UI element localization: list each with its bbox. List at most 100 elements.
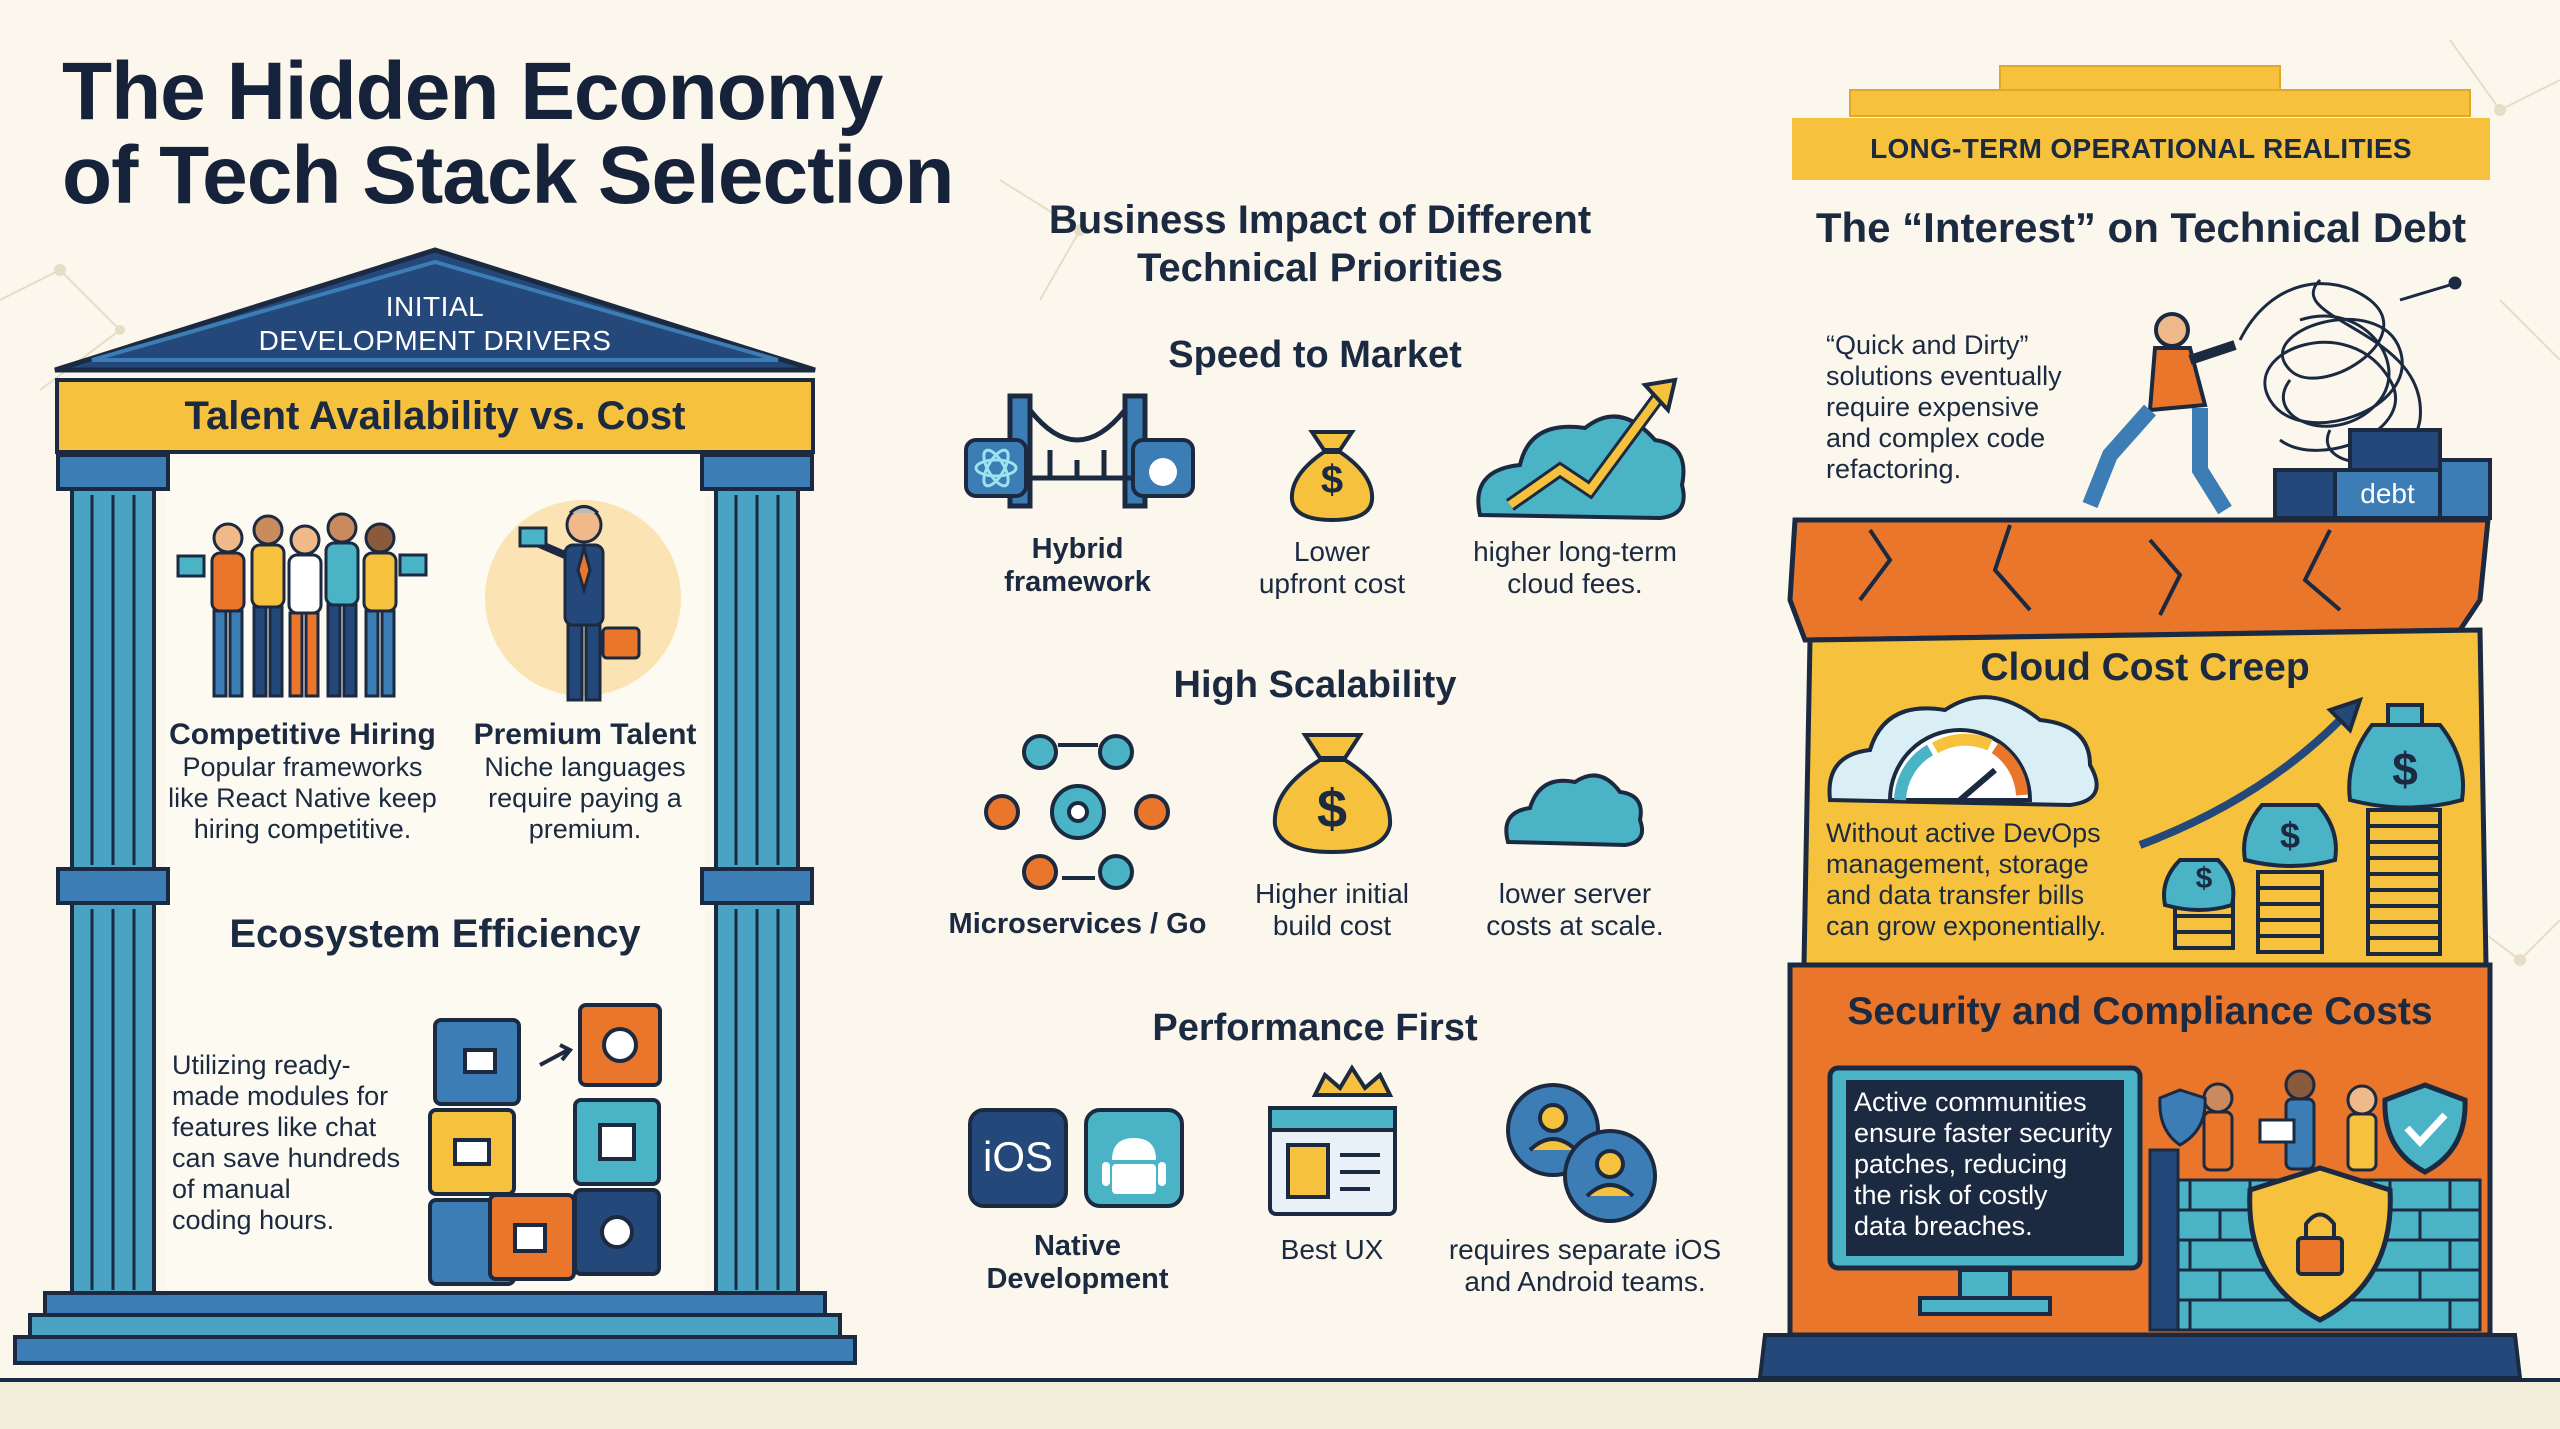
security-costs-title: Security and Compliance Costs [1847, 990, 2433, 1033]
premium-talent-line-1: Niche languages [484, 752, 686, 782]
separate-teams-label: requires separate iOS and Android teams. [1440, 1234, 1730, 1298]
coin-bag-mid-symbol: $ [2279, 815, 2301, 856]
coin-bag-small-symbol: $ [2195, 862, 2213, 895]
native-development-label: Native Development [955, 1230, 1200, 1296]
premium-talent-line-2: require paying a [488, 783, 682, 813]
cloud-line-1: Without active DevOps [1826, 818, 2101, 848]
microservices-label: Microservices / Go [948, 908, 1207, 940]
ecosystem-line-3: features like chat [172, 1112, 377, 1142]
security-line-1: Active communities [1854, 1087, 2087, 1117]
ios-icon [968, 1108, 1068, 1208]
money-bag-icon [1289, 430, 1375, 523]
ios-icon-label: iOS [982, 1133, 1053, 1180]
shield-check-icon [2382, 1082, 2468, 1175]
competitive-hiring-title: Competitive Hiring [169, 718, 436, 751]
cloud-line-2: management, storage [1826, 849, 2089, 879]
debt-box [2333, 468, 2442, 520]
team-people-icon [176, 512, 428, 698]
ecosystem-efficiency-title: Ecosystem Efficiency [229, 912, 641, 956]
title-line-2: of Tech Stack Selection [62, 130, 954, 221]
debt-line-2: solutions eventually [1826, 361, 2062, 391]
competitive-hiring-block: Competitive Hiring Popular frameworks li… [160, 718, 445, 845]
lower-server-line-1: lower server [1498, 878, 1652, 909]
pediment-line-1: INITIAL [385, 291, 485, 322]
module-cubes-icon [428, 1003, 662, 1286]
competitive-hiring-line-2: like React Native keep [168, 783, 437, 813]
ecosystem-efficiency-body: Utilizing ready- made modules for featur… [172, 1050, 432, 1236]
ecosystem-line-1: Utilizing ready- [172, 1050, 351, 1080]
ecosystem-line-2: made modules for [172, 1081, 389, 1111]
middle-title: Business Impact of Different Technical P… [960, 196, 1680, 292]
lower-upfront-label: Lower upfront cost [1222, 536, 1442, 600]
teams-icon [1506, 1083, 1657, 1223]
premium-talent-block: Premium Talent Niche languages require p… [460, 718, 710, 845]
cloud-line-3: and data transfer bills [1826, 880, 2085, 910]
react-icon [964, 438, 1028, 498]
lower-upfront-line-1: Lower [1293, 536, 1371, 567]
performance-first-title: Performance First [1152, 1007, 1478, 1049]
long-term-banner: LONG-TERM OPERATIONAL REALITIES [1792, 118, 2490, 180]
high-scalability-title: High Scalability [1173, 664, 1457, 706]
security-line-4: the risk of costly [1854, 1180, 2048, 1210]
middle-title-line-1: Business Impact of Different [1048, 198, 1592, 242]
ecosystem-line-6: coding hours. [172, 1205, 335, 1235]
best-ux-label: Best UX [1280, 1234, 1384, 1265]
native-line-1: Native [1033, 1230, 1122, 1262]
best-ux-screen-icon [1268, 1064, 1397, 1216]
hybrid-line-1: Hybrid [1031, 533, 1124, 565]
competitive-hiring-line-3: hiring competitive. [193, 814, 412, 844]
security-line-2: ensure faster security [1854, 1118, 2113, 1148]
coin-bag-large-symbol: $ [2392, 743, 2418, 795]
separate-teams-line-1: requires separate iOS [1448, 1234, 1722, 1265]
debt-line-3: require expensive [1826, 392, 2040, 422]
microservices-gears-icon [984, 734, 1170, 890]
talent-beam: Talent Availability vs. Cost [55, 378, 815, 454]
security-costs-body: Active communities ensure faster securit… [1854, 1087, 2118, 1242]
debt-line-5: refactoring. [1826, 454, 1962, 484]
lower-upfront-line-2: upfront cost [1258, 568, 1406, 599]
debt-line-1: “Quick and Dirty” [1826, 330, 2029, 360]
security-line-5: data breaches. [1854, 1211, 2033, 1241]
title-line-1: The Hidden Economy [62, 46, 883, 137]
pediment-line-2: DEVELOPMENT DRIVERS [258, 325, 612, 356]
lower-server-label: lower server costs at scale. [1455, 878, 1695, 942]
higher-initial-line-2: build cost [1272, 910, 1392, 941]
native-line-2: Development [986, 1263, 1169, 1295]
dollar-symbol-large: $ [1316, 779, 1348, 839]
debt-box-label: debt [2360, 478, 2415, 509]
ecosystem-line-5: of manual [172, 1174, 291, 1204]
security-line-3: patches, reducing [1854, 1149, 2068, 1179]
speed-to-market-title: Speed to Market [1168, 334, 1462, 376]
premium-talent-title: Premium Talent [473, 718, 697, 751]
hybrid-line-2: framework [1004, 566, 1151, 598]
executive-person-icon [518, 505, 641, 702]
security-team-icon [2158, 1069, 2378, 1172]
cloud-growth-icon [1476, 377, 1686, 521]
cloud-fees-line-1: higher long-term [1473, 536, 1677, 567]
debt-line-4: and complex code [1826, 423, 2046, 453]
competitive-hiring-line-1: Popular frameworks [182, 752, 423, 782]
technical-debt-body: “Quick and Dirty” solutions eventually r… [1826, 330, 2126, 485]
page-title: The Hidden Economy of Tech Stack Selecti… [62, 46, 954, 221]
ecosystem-line-4: can save hundreds [172, 1143, 401, 1173]
cloud-icon [1504, 773, 1645, 848]
middle-title-line-2: Technical Priorities [1136, 246, 1504, 290]
technical-debt-title: The “Interest” on Technical Debt [1815, 204, 2467, 251]
hybrid-framework-label: Hybrid framework [955, 533, 1200, 599]
higher-initial-line-1: Higher initial [1254, 878, 1410, 909]
cloud-line-4: can grow exponentially. [1826, 911, 2107, 941]
cloud-fees-label: higher long-term cloud fees. [1440, 536, 1710, 600]
money-bag-large-icon [1272, 733, 1393, 855]
lower-server-line-2: costs at scale. [1486, 910, 1664, 941]
premium-talent-line-3: premium. [528, 814, 642, 844]
higher-initial-label: Higher initial build cost [1222, 878, 1442, 942]
separate-teams-line-2: and Android teams. [1464, 1266, 1706, 1297]
tangled-code-icon [2238, 276, 2462, 464]
pediment-label: INITIAL DEVELOPMENT DRIVERS [235, 290, 635, 358]
cloud-fees-line-2: cloud fees. [1507, 568, 1643, 599]
cloud-cost-creep-title: Cloud Cost Creep [1980, 646, 2310, 689]
cloud-gauge-icon [1827, 695, 2099, 808]
dollar-symbol: $ [1320, 458, 1344, 502]
worker-pulling-icon [2082, 312, 2237, 515]
